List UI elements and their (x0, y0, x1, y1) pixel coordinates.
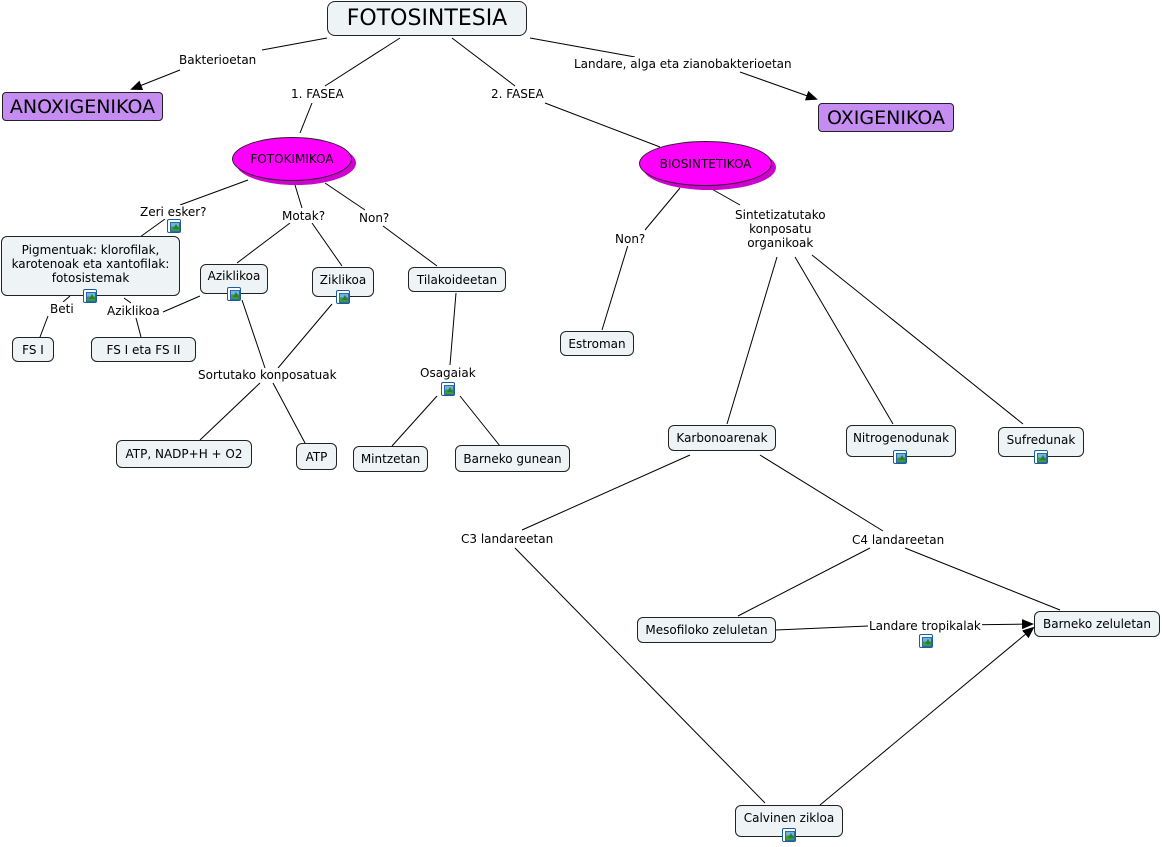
image-icon[interactable] (167, 219, 181, 233)
link-aziklikoa-sortutako (241, 299, 266, 369)
label-c3: C3 landareetan (460, 532, 555, 546)
atp-node[interactable]: ATP (296, 443, 337, 470)
label-beti: Beti (49, 302, 75, 316)
link-fasea2-biosintetikoa (544, 102, 661, 148)
link-pigmentuak-aziklikoa (123, 297, 132, 304)
link-sortutako-atp-nadph (199, 382, 261, 441)
link-aziklikoa-fs1-2 (135, 317, 142, 338)
pigmentuak-node[interactable]: Pigmentuak: klorofilak, karotenoak eta x… (1, 236, 180, 296)
label-fasea1: 1. FASEA (290, 87, 345, 101)
aziklikoa-node[interactable]: Aziklikoa (200, 264, 268, 294)
link-landare-oxigenikoa (739, 71, 818, 101)
estroman-node[interactable]: Estroman (560, 331, 634, 356)
label-c4: C4 landareetan (851, 533, 946, 547)
label-osagaiak: Osagaiak (419, 366, 477, 380)
link-ziklikoa-sortutako (277, 303, 333, 369)
nitrogenodunak-text: Nitrogenodunak (852, 431, 950, 445)
link-non-tilakoideetan (382, 225, 438, 267)
nitrogenodunak-node[interactable]: Nitrogenodunak (846, 425, 956, 457)
label-non-1: Non? (358, 211, 391, 225)
link-motak-ziklikoa (311, 222, 343, 267)
label-zeri-esker: Zeri esker? (139, 205, 208, 219)
link-fotokimikoa-motak (294, 184, 303, 209)
sufredunak-text: Sufredunak (1006, 433, 1076, 447)
link-osagaiak-mintzetan (391, 395, 438, 447)
calvinen-node[interactable]: Calvinen zikloa (735, 805, 843, 837)
link-biosintetikoa-sintetizatutako (709, 187, 741, 206)
fotokimikoa-node[interactable]: FOTOKIMIKOA (232, 137, 352, 181)
barneko-gunean-node[interactable]: Barneko gunean (455, 445, 570, 472)
image-icon[interactable] (893, 450, 907, 464)
link-c3-calvinen (514, 547, 766, 804)
link-tilakoideetan-osagaiak (449, 292, 457, 366)
link-sintetizatutako-nitrogenodunak (794, 256, 894, 425)
link-sortutako-atp (272, 382, 306, 444)
link-c4-mesofiloko (737, 547, 871, 617)
calvinen-text: Calvinen zikloa (743, 811, 835, 825)
pigmentuak-text: Pigmentuak: klorofilak, karotenoak eta x… (11, 243, 170, 285)
link-beti-fs1 (39, 315, 49, 338)
label-motak: Motak? (281, 209, 327, 223)
label-sortutako: Sortutako konposatuak (197, 368, 338, 382)
karbonoarenak-node[interactable]: Karbonoarenak (668, 425, 776, 451)
link-biosintetikoa-non (644, 187, 681, 231)
link-pigmentuak-beti (62, 295, 71, 303)
link-bakterioetan-anoxigenikoa (130, 69, 181, 90)
link-aziklikoa-node-aziklikoa-lbl (162, 295, 201, 313)
image-icon[interactable] (782, 828, 796, 842)
label-non-2: Non? (614, 232, 647, 246)
fs1-node[interactable]: FS I (12, 337, 54, 362)
link-fasea1-fotokimikoa (299, 102, 313, 134)
image-icon[interactable] (919, 634, 933, 648)
link-non-estroman (601, 244, 629, 331)
link-karbonoarenak-c3 (521, 454, 691, 531)
link-title-fasea2 (451, 37, 516, 87)
label-sintetizatutako: Sintetizatutako konposatu organikoak (734, 208, 827, 250)
link-title-landare (529, 37, 636, 58)
mintzetan-node[interactable]: Mintzetan (353, 446, 428, 472)
image-icon[interactable] (1034, 450, 1048, 464)
link-karbonoarenak-c4 (759, 454, 884, 532)
link-calvinen-barneko (819, 626, 1035, 806)
link-c4-barneko (904, 547, 1061, 611)
label-bakterioetan: Bakterioetan (178, 53, 258, 67)
image-icon[interactable] (227, 287, 241, 301)
link-sintetizatutako-sufredunak (811, 254, 1024, 425)
image-icon[interactable] (441, 382, 455, 396)
ziklikoa-text: Ziklikoa (319, 273, 367, 287)
oxigenikoa-node[interactable]: OXIGENIKOA (818, 103, 954, 132)
link-title-fasea1 (324, 37, 401, 87)
image-icon[interactable] (336, 290, 350, 304)
main-title[interactable]: FOTOSINTESIA (327, 1, 527, 36)
link-zeri-pigmentuak (139, 218, 166, 238)
label-fasea2: 2. FASEA (490, 87, 545, 101)
label-aziklikoa: Aziklikoa (106, 304, 161, 318)
sufredunak-node[interactable]: Sufredunak (998, 427, 1084, 457)
link-osagaiak-barneko (459, 395, 501, 447)
label-sintetizatutako-line3: organikoak (747, 236, 814, 250)
image-icon[interactable] (83, 289, 97, 303)
label-sintetizatutako-line1: Sintetizatutako (735, 208, 826, 222)
link-fotokimikoa-zeri (179, 179, 249, 206)
anoxigenikoa-node[interactable]: ANOXIGENIKOA (2, 92, 163, 121)
biosintetikoa-node[interactable]: BIOSINTETIKOA (639, 141, 772, 186)
link-mesofiloko-tropikalak (775, 625, 869, 631)
label-tropikalak: Landare tropikalak (868, 619, 982, 633)
link-fotokimikoa-non (324, 182, 366, 211)
atp-nadph-node[interactable]: ATP, NADP+H + O2 (116, 440, 252, 468)
link-title-bakterioetan (261, 37, 328, 51)
link-motak-aziklikoa (236, 222, 291, 264)
mesofiloko-node[interactable]: Mesofiloko zeluletan (637, 617, 776, 643)
aziklikoa-text: Aziklikoa (207, 269, 261, 283)
barneko-zeluletan-node[interactable]: Barneko zeluletan (1034, 611, 1160, 637)
tilakoideetan-node[interactable]: Tilakoideetan (408, 267, 506, 292)
link-sintetizatutako-karbonoarenak (726, 256, 778, 425)
fs1-fs2-node[interactable]: FS I eta FS II (91, 337, 196, 362)
label-landare: Landare, alga eta zianobakterioetan (573, 57, 793, 71)
label-sintetizatutako-line2: konposatu (749, 222, 812, 236)
